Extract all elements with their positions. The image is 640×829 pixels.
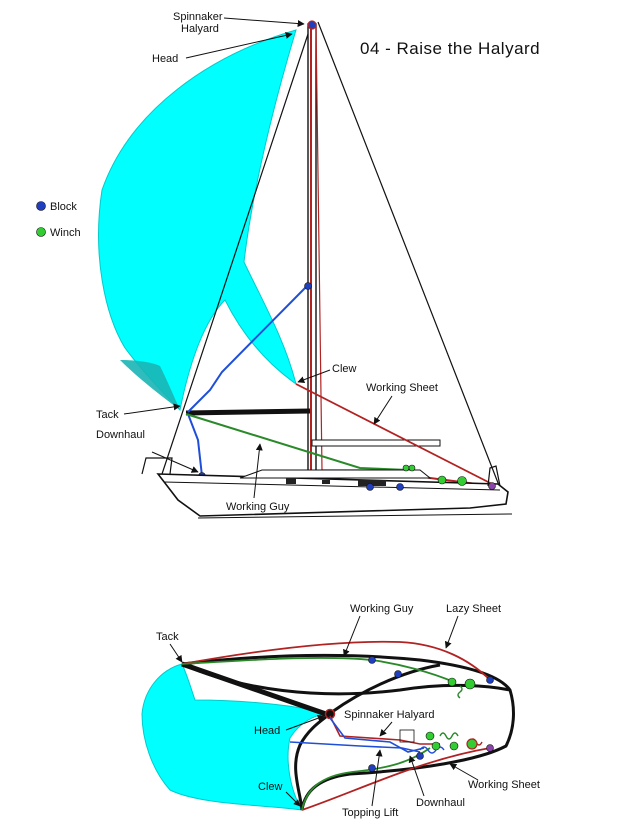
forestay xyxy=(161,21,313,475)
pointer-working-sheet-top xyxy=(449,763,479,781)
pointer-tack xyxy=(123,403,181,415)
pointer-topping-lift-top xyxy=(371,749,383,807)
spinnaker-halyard-line xyxy=(310,22,501,488)
winch-legend-icon xyxy=(36,227,46,237)
legend: Block Winch xyxy=(36,201,81,239)
cockpit-block xyxy=(416,752,424,760)
pointer-spinnaker-halyard xyxy=(223,17,305,28)
winch-top xyxy=(464,678,476,690)
topping-lift-line-top xyxy=(289,741,421,753)
halyard-tail-line xyxy=(315,25,410,471)
diagram-title: 04 - Raise the Halyard xyxy=(360,39,540,58)
hatch-top xyxy=(399,729,415,743)
deck-hatch xyxy=(322,480,330,484)
pointer-head-top xyxy=(285,714,325,731)
lower-rail-block xyxy=(368,764,376,772)
block-legend-icon xyxy=(36,201,46,211)
winch-legend-label: Winch xyxy=(50,227,81,239)
top-view: Working Guy Lazy Sheet Tack Spinnaker Ha… xyxy=(141,603,540,819)
label-topping-lift-top: Topping Lift xyxy=(342,807,398,819)
label-head: Head xyxy=(152,53,178,65)
topping-lift-block xyxy=(304,282,312,290)
label-working-sheet: Working Sheet xyxy=(366,382,438,394)
label-clew-top: Clew xyxy=(258,781,283,793)
cabin-winch xyxy=(408,464,416,472)
rail-block xyxy=(368,656,376,664)
lazy-sheet-line-top xyxy=(181,640,491,681)
boom xyxy=(311,439,441,447)
stern-block xyxy=(488,482,496,490)
block-legend-label: Block xyxy=(50,201,77,213)
label-head-top: Head xyxy=(254,725,280,737)
spinnaker-sail-top xyxy=(141,663,327,811)
pointer-lazy-sheet-top xyxy=(444,615,459,649)
pointer-downhaul-top xyxy=(408,755,425,797)
label-downhaul: Downhaul xyxy=(96,429,145,441)
bow-pulpit xyxy=(141,457,173,475)
stern-pulpit xyxy=(487,465,501,487)
working-sheet-line-top xyxy=(301,747,491,811)
label-working-guy-top: Working Guy xyxy=(350,603,414,615)
spinnaker-pole xyxy=(185,408,311,416)
cabin-winch xyxy=(402,464,410,472)
masthead-block xyxy=(307,20,317,30)
pointer-working-guy-top xyxy=(343,615,361,657)
label-downhaul-top: Downhaul xyxy=(416,797,465,809)
side-view: Spinnaker Halyard Head Clew Working Shee… xyxy=(96,11,513,519)
spinnaker-shadow-panel xyxy=(120,360,180,410)
pointer-working-sheet xyxy=(373,395,393,425)
winch-top xyxy=(447,677,457,687)
hull-deck-line xyxy=(163,481,501,491)
working-guy-line-top xyxy=(181,657,455,683)
spinnaker-sail xyxy=(98,29,297,412)
label-spinnaker-halyard: Halyard xyxy=(181,23,219,35)
line-tail-squiggle xyxy=(457,685,463,699)
deck-block xyxy=(366,483,374,491)
pointer-clew xyxy=(297,369,331,384)
label-tack-top: Tack xyxy=(156,631,179,643)
working-sheet-line xyxy=(295,383,497,487)
stern-block-lower xyxy=(486,744,494,752)
pointer-working-guy xyxy=(253,443,263,499)
line-tail-squiggle xyxy=(439,732,459,740)
pointer-tack-top xyxy=(169,643,183,663)
label-working-sheet-top: Working Sheet xyxy=(468,779,540,791)
cabin-top xyxy=(239,469,432,479)
primary-winch xyxy=(437,475,447,485)
winch-top xyxy=(425,731,435,741)
winch-top xyxy=(466,738,478,750)
label-clew: Clew xyxy=(332,363,357,375)
backstay xyxy=(317,21,501,489)
label-spinnaker-halyard: Spinnaker xyxy=(173,11,223,23)
working-guy-line xyxy=(185,413,409,471)
stern-block-top xyxy=(486,676,494,684)
pointer-clew-top xyxy=(285,791,301,807)
pointer-spinnaker-halyard-top xyxy=(379,721,393,737)
downhaul-line-top xyxy=(329,717,425,753)
cockpit-hatch xyxy=(358,480,386,486)
spinnaker-pole-top xyxy=(181,661,327,717)
deck-hatch xyxy=(286,478,296,484)
waterline xyxy=(197,513,513,519)
label-working-guy: Working Guy xyxy=(226,501,290,513)
pointer-downhaul xyxy=(151,451,199,473)
label-spinnaker-halyard-top: Spinnaker Halyard xyxy=(344,709,435,721)
primary-winch xyxy=(457,476,467,486)
label-lazy-sheet-top: Lazy Sheet xyxy=(446,603,501,615)
winch-top xyxy=(449,741,459,751)
pointer-head xyxy=(185,31,293,59)
winch-top xyxy=(431,741,441,751)
deck-block xyxy=(396,483,404,491)
label-tack: Tack xyxy=(96,409,119,421)
topping-lift-line xyxy=(187,286,307,413)
cabin-block xyxy=(394,670,402,678)
